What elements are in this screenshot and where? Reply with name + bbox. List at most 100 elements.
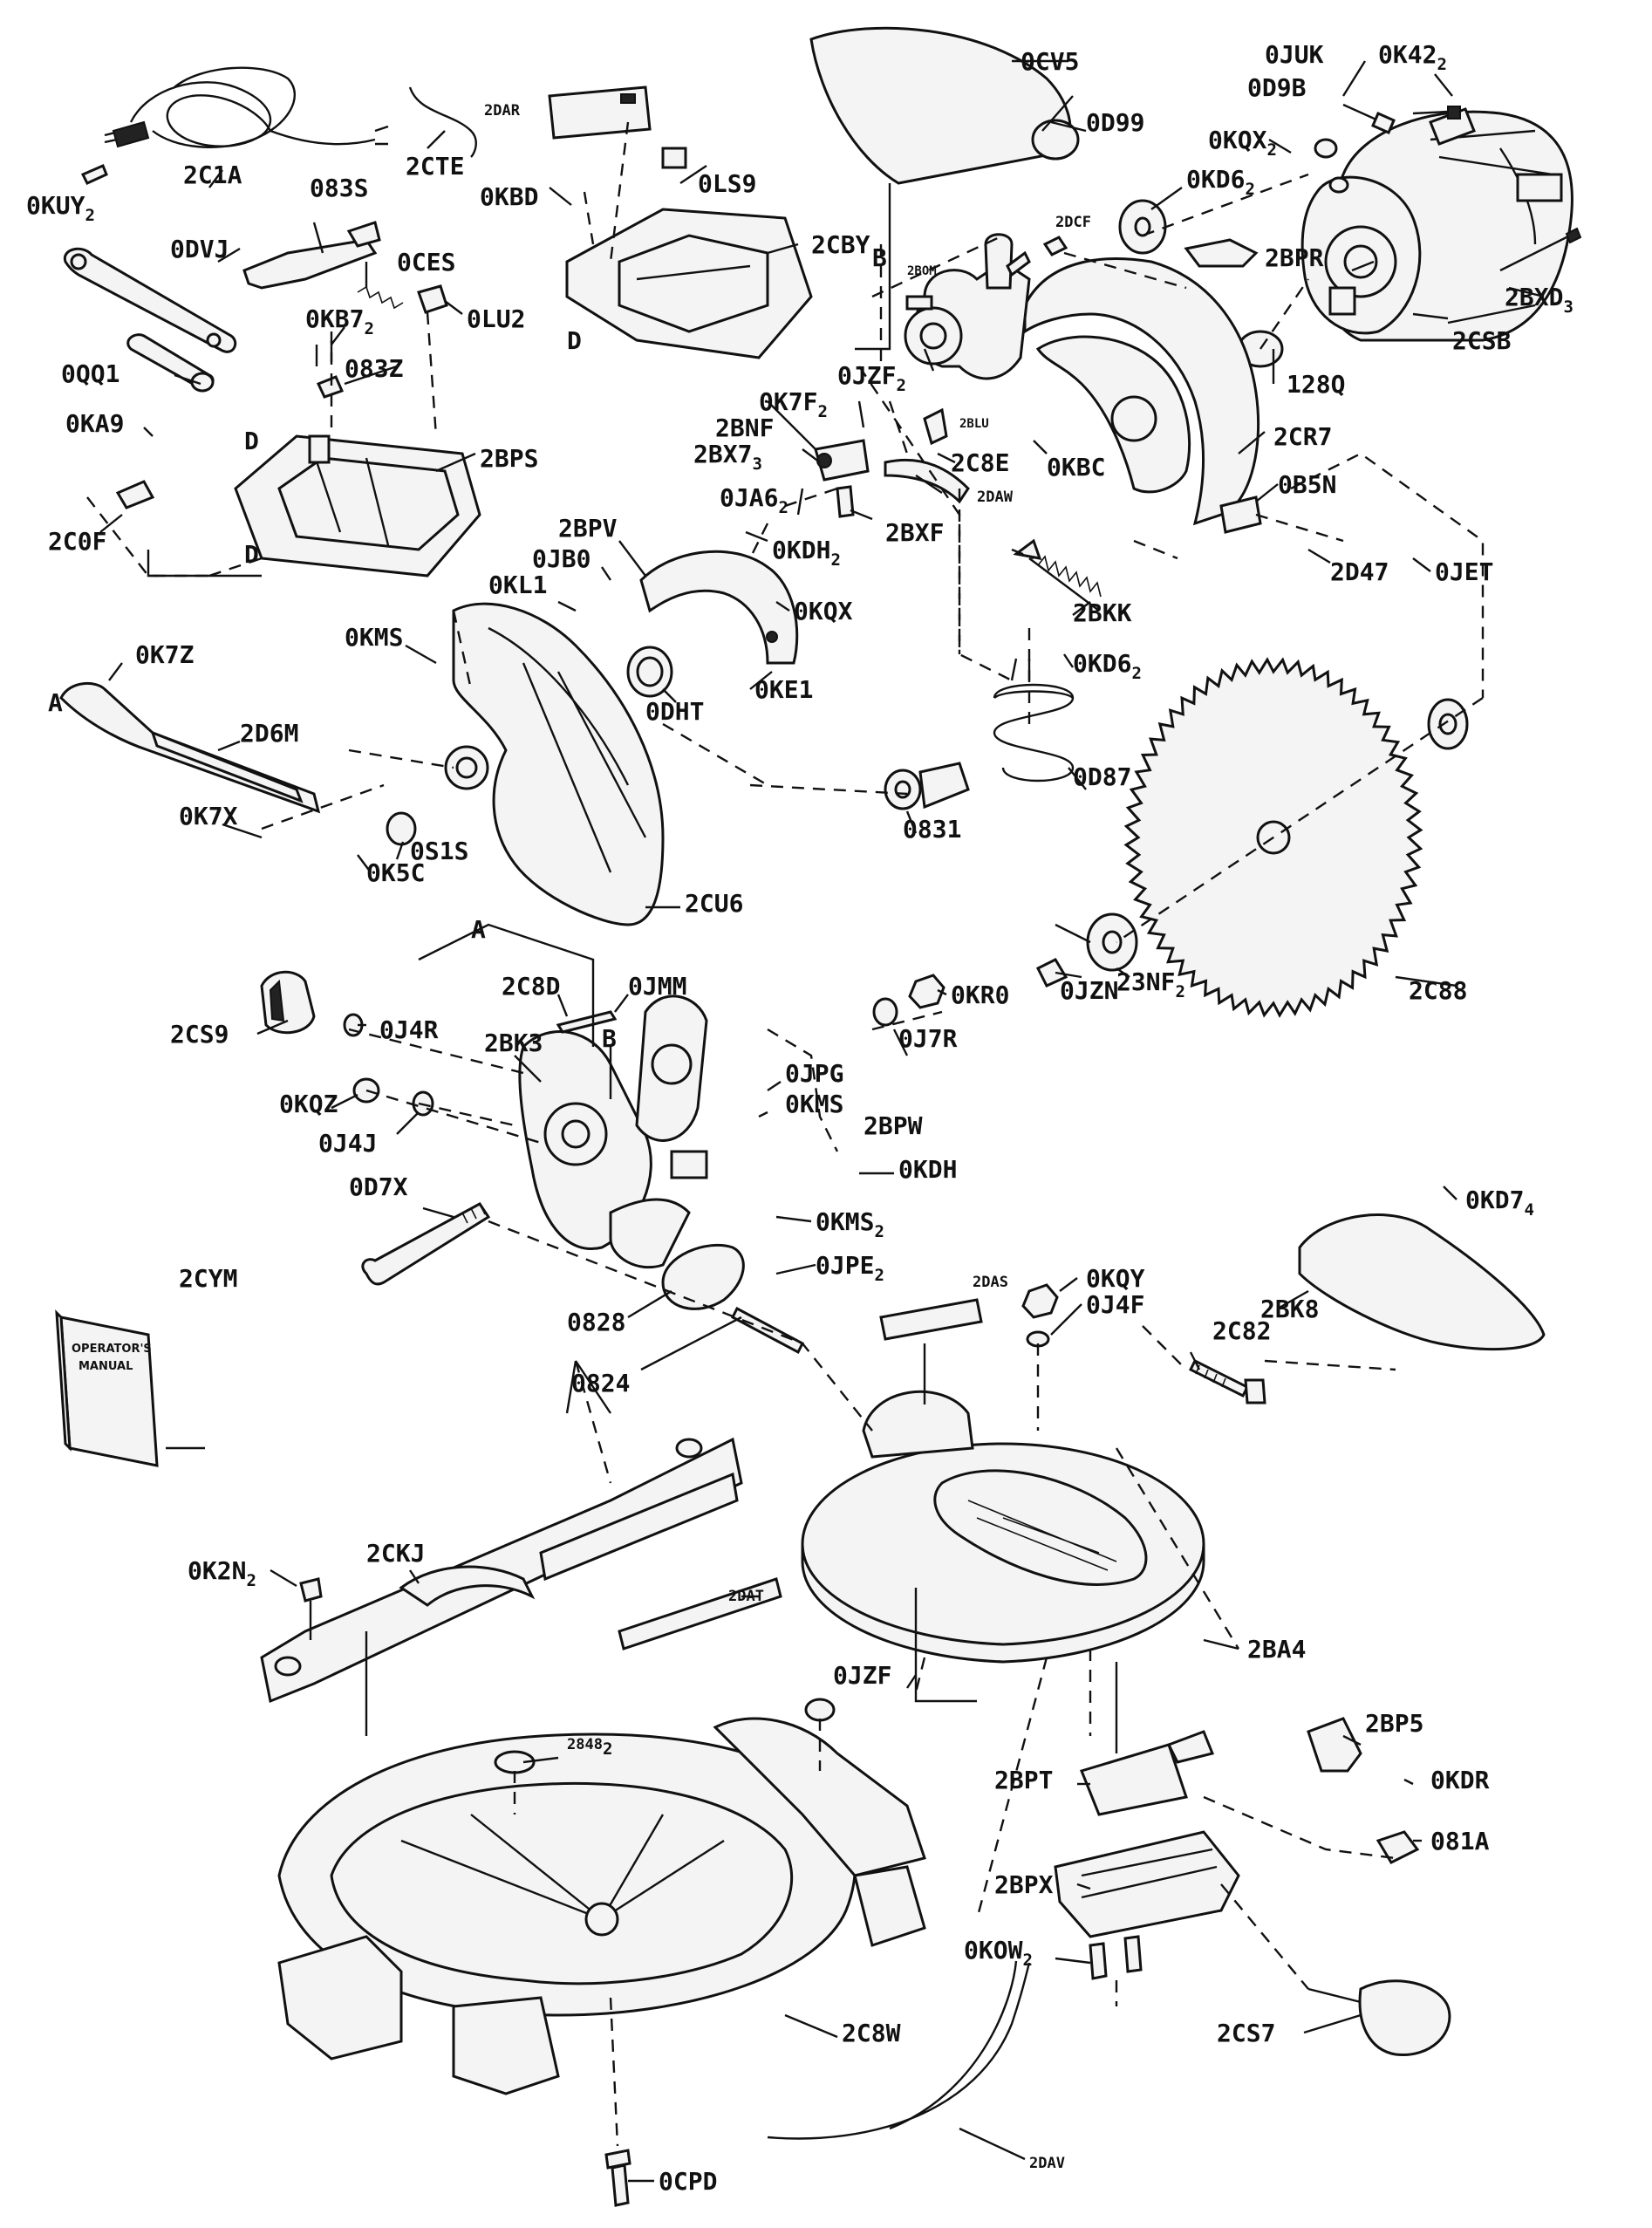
- ref-letter-d: D: [244, 427, 259, 455]
- frame-2bps: [234, 434, 481, 578]
- label-2c82: 2C82: [1212, 1316, 1271, 1345]
- cover-2cby: [565, 147, 813, 359]
- label-2dar: [548, 85, 652, 140]
- label-0juk: 0JUK: [1265, 40, 1324, 69]
- label-0k7f-2: 0K7F2: [759, 387, 828, 421]
- label-2dav: 2DAV: [1029, 2155, 1065, 2172]
- part-081a: [1376, 1830, 1420, 1864]
- ref-letter-d: D: [244, 540, 259, 569]
- operators-manual: OPERATOR'S MANUAL: [55, 1309, 159, 1467]
- ref-letter-d: D: [567, 326, 582, 355]
- bearing-0831: [884, 762, 970, 810]
- ref-letter-b: B: [602, 1024, 617, 1053]
- part-0lu2: [417, 284, 448, 314]
- label-2das: [879, 1298, 983, 1341]
- assembly-lines: [86, 121, 1485, 2147]
- label-2c8d: 2C8D: [502, 972, 560, 1001]
- plate-2bpv: [639, 550, 799, 665]
- bolt-0jzn: [1035, 958, 1068, 988]
- wire-2cte: [408, 86, 477, 158]
- label-0jzf: 0JZF: [833, 1661, 891, 1690]
- label-2bpw: 2BPW: [864, 1111, 923, 1140]
- lower-guard-2cu6: [444, 602, 665, 926]
- shaft-0qq1: [126, 333, 215, 393]
- clip-083s: [242, 221, 381, 290]
- label-2dat: [618, 1577, 782, 1650]
- label-081a: 081A: [1430, 1827, 1490, 1856]
- label-2cr7: 2CR7: [1273, 422, 1332, 451]
- label-2bxd-3: 2BXD3: [1505, 283, 1573, 317]
- ref-letter-a: A: [48, 688, 63, 717]
- label-2bkk: 2BKK: [1073, 598, 1132, 627]
- label-2bxf: 2BXF: [885, 518, 944, 547]
- nut-0kr0: [908, 974, 945, 1009]
- label-2bom: 2BOM: [907, 264, 937, 278]
- label-2c1a: 2C1A: [183, 161, 242, 189]
- label-0824: 0824: [571, 1369, 630, 1398]
- plate-0828: [661, 1243, 745, 1310]
- shaft-parts: [1042, 199, 1259, 268]
- label-2bk8: 2BK8: [1260, 1295, 1319, 1323]
- bevel-lock-assembly: [1054, 1730, 1240, 1980]
- handle-assembly: [904, 233, 1031, 380]
- label-0kb7-2: 0KB72: [305, 304, 374, 338]
- label-23nf-2: 23NF2: [1116, 967, 1185, 1001]
- label-0kuy-2: 0KUY2: [26, 191, 95, 225]
- dust-bag: [809, 26, 1087, 185]
- label-0kow-2: 0KOW2: [964, 1936, 1033, 1970]
- spring-0ces: [357, 285, 404, 310]
- label-0d87: 0D87: [1073, 762, 1131, 791]
- label-0kdh-2: 0KDH2: [772, 536, 841, 570]
- label-2cs7: 2CS7: [1217, 2019, 1275, 2047]
- label-0kl1: 0KL1: [488, 571, 547, 599]
- base-2c8w: [277, 1717, 926, 2095]
- label-0kbd: 0KBD: [480, 182, 538, 211]
- bolt-0cpd: [604, 2149, 631, 2207]
- turntable-2ba4: [801, 1390, 1205, 1664]
- label-0jpe-2: 0JPE2: [816, 1251, 884, 1285]
- label-0kqx: 0KQX: [794, 597, 853, 625]
- label-0kdr: 0KDR: [1430, 1766, 1490, 1794]
- arm-2d6m: [59, 681, 321, 814]
- label-0ces: 0CES: [397, 248, 455, 277]
- spring-0d87: [993, 658, 1075, 783]
- label-2bk3: 2BK3: [484, 1029, 543, 1057]
- label-0kms-2: 0KMS2: [816, 1207, 884, 1241]
- label-0k7x: 0K7X: [179, 802, 238, 830]
- label-0dvj: 0DVJ: [170, 235, 229, 263]
- label-2bpt: 2BPT: [994, 1766, 1053, 1794]
- label-0cv5: 0CV5: [1021, 47, 1079, 76]
- label-2c8w: 2C8W: [842, 2019, 901, 2047]
- label-0d7x: 0D7X: [349, 1172, 408, 1201]
- label-0jb0: 0JB0: [532, 544, 590, 573]
- label-0k5c: 0K5C: [366, 858, 425, 887]
- manual-title-line1: OPERATOR'S: [72, 1343, 152, 1356]
- label-0k7z: 0K7Z: [135, 640, 194, 669]
- label-0k42: 0K422: [1378, 40, 1447, 74]
- motor-screws: [1314, 103, 1582, 272]
- label-2cby: 2CBY: [811, 230, 870, 259]
- label-2c88: 2C88: [1409, 976, 1467, 1005]
- label-0k2n-2: 0K2N2: [188, 1556, 256, 1590]
- label-0kms-b: 0KMS: [785, 1090, 843, 1118]
- label-128q: 128Q: [1287, 370, 1345, 399]
- shaft-0d7x: [361, 1202, 491, 1286]
- label-0d99: 0D99: [1086, 108, 1144, 137]
- label-2d6m: 2D6M: [240, 719, 298, 748]
- label-0kqy: 0KQY: [1086, 1264, 1145, 1293]
- label-2bps: 2BPS: [480, 444, 538, 473]
- pivot-bracket-2bk3: [518, 994, 708, 1269]
- label-0s1s: 0S1S: [410, 837, 468, 865]
- strip-2dav: [767, 1960, 1031, 2140]
- label-2bpv: 2BPV: [558, 514, 618, 543]
- screws-kb7: [315, 340, 345, 399]
- knob-2cs7: [1307, 1979, 1451, 2057]
- label-0831: 0831: [903, 815, 961, 844]
- label-2dcf: 2DCF: [1055, 214, 1091, 231]
- label-2c0f: 2C0F: [48, 527, 106, 556]
- label-0ka9: 0KA9: [65, 409, 124, 438]
- washer-top-right: [804, 1698, 836, 1722]
- label-2bpr: 2BPR: [1265, 243, 1324, 272]
- label-0kd6-2: 0KD62: [1186, 165, 1255, 199]
- motor-assembly: [1300, 107, 1573, 342]
